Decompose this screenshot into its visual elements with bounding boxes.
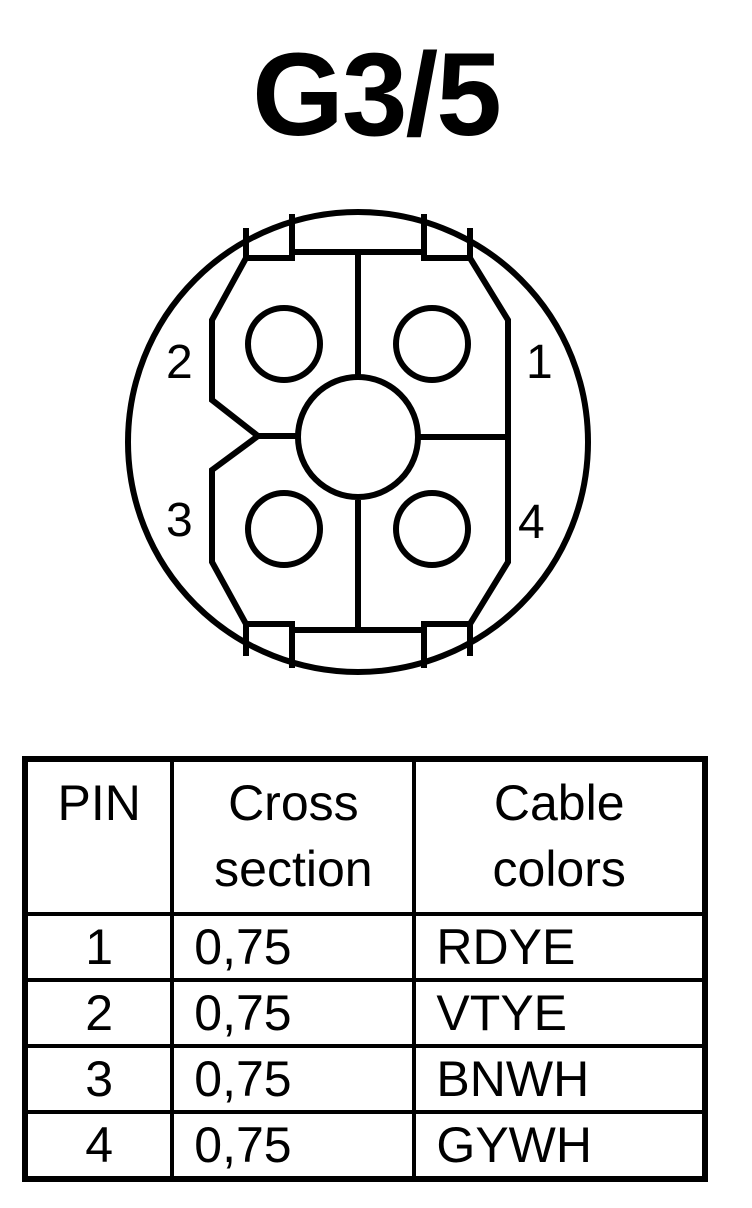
cell-cross-section: 0,75	[170, 1110, 417, 1181]
cell-cable-colors: VTYE	[412, 978, 707, 1048]
pin-1-contact	[393, 305, 471, 383]
pin-2-contact	[245, 305, 323, 383]
cell-cable-colors: RDYE	[412, 912, 707, 982]
table-row: 3 0,75 BNWH	[22, 1044, 707, 1114]
cell-pin: 1	[22, 912, 175, 982]
cell-pin: 2	[22, 978, 175, 1048]
connector-title: G3/5	[252, 29, 502, 161]
cell-cross-section: 0,75	[170, 978, 417, 1048]
pin-4-contact	[393, 490, 471, 568]
header-pin: PIN	[22, 757, 175, 916]
center-contact	[295, 374, 421, 500]
table-header-row: PIN Cross section Cable colors	[22, 757, 707, 916]
header-colors-line1: Cable	[493, 775, 625, 831]
cell-cross-section: 0,75	[170, 912, 417, 982]
header-pin-label: PIN	[57, 775, 141, 831]
pin-assignment-table: PIN Cross section Cable colors 1 0,75 RD…	[22, 756, 708, 1182]
header-cross-section: Cross section	[170, 757, 417, 916]
cell-pin: 3	[22, 1044, 175, 1114]
header-cross-line1: Cross	[228, 775, 359, 831]
connector-insert-outline	[209, 249, 511, 633]
pin-2-label: 2	[166, 336, 193, 389]
pin-3-contact	[245, 490, 323, 568]
table-row: 2 0,75 VTYE	[22, 978, 707, 1048]
header-cable-colors: Cable colors	[412, 757, 707, 916]
header-cross-line2: section	[214, 841, 373, 897]
table-row: 4 0,75 GYWH	[22, 1110, 707, 1181]
pin-4-label: 4	[518, 496, 545, 549]
pin-1-label: 1	[526, 336, 553, 389]
cell-cable-colors: GYWH	[412, 1110, 707, 1181]
header-colors-line2: colors	[492, 841, 626, 897]
connector-outer-ring	[125, 209, 591, 675]
cell-cross-section: 0,75	[170, 1044, 417, 1114]
cell-pin: 4	[22, 1110, 175, 1181]
pin-3-label: 3	[166, 494, 193, 547]
connector-face-diagram: 1 2 3 4	[125, 209, 591, 675]
table-row: 1 0,75 RDYE	[22, 912, 707, 982]
cell-cable-colors: BNWH	[412, 1044, 707, 1114]
